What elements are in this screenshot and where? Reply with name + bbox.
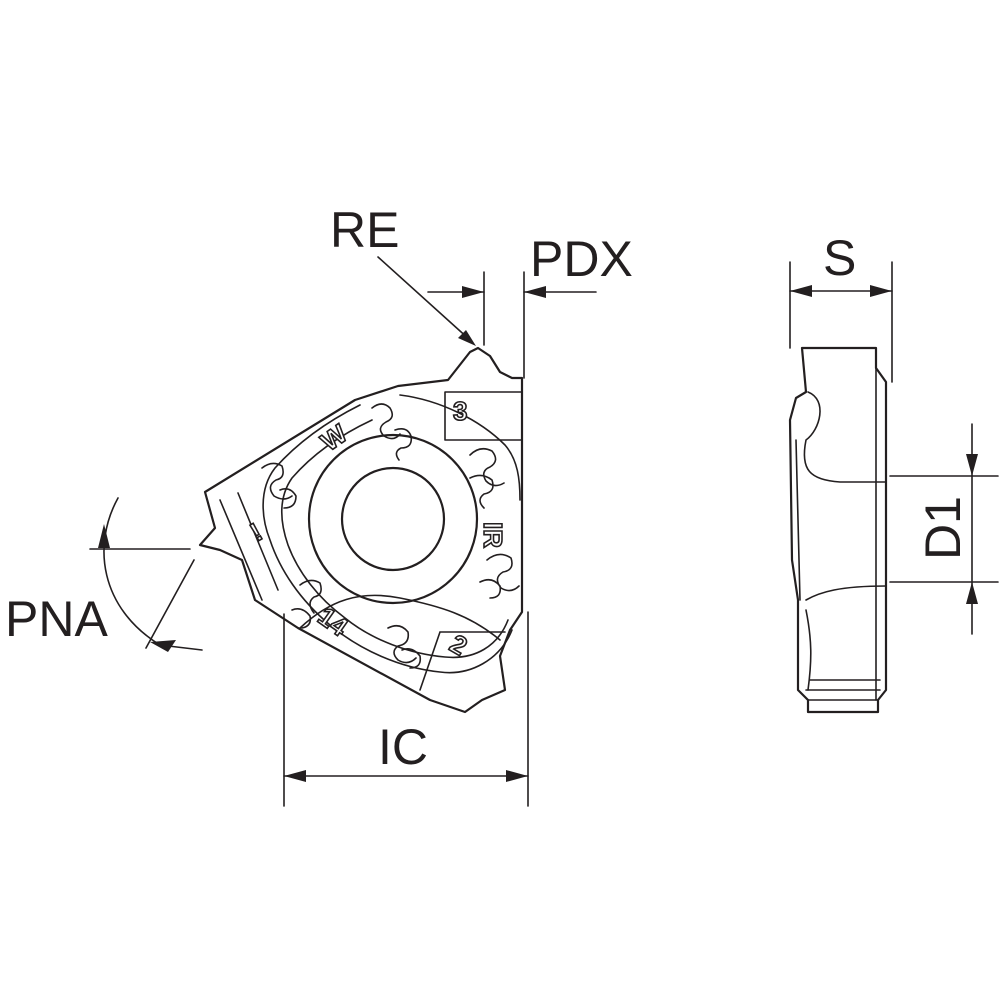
s-label: S — [823, 230, 856, 286]
ic-dimension: IC — [283, 611, 529, 807]
side-chip-breaker — [803, 391, 887, 483]
d1-label: D1 — [915, 496, 971, 560]
chip-breaker-band-top — [399, 394, 521, 501]
pna-dimension: PNA — [5, 497, 203, 652]
pdx-dimension: PDX — [427, 231, 633, 379]
clamp-hole-outer — [307, 433, 479, 605]
insert-side-view — [788, 346, 888, 714]
insert-front-view: 3 W IR 14 2 ! — [198, 346, 524, 714]
re-label: RE — [330, 202, 399, 258]
insert-outline — [198, 346, 524, 714]
marking-ir: IR — [478, 522, 508, 548]
chip-breaker-band-bottom — [299, 594, 501, 641]
left-flat-face — [219, 492, 279, 601]
clamp-hole-inner — [340, 466, 446, 572]
chip-breaker-band-inner — [280, 419, 509, 659]
side-chip-breaker-lower — [805, 585, 887, 691]
marking-14: 14 — [313, 601, 354, 642]
marking-3: 3 — [453, 396, 467, 426]
pna-label: PNA — [5, 591, 108, 647]
side-outline — [788, 346, 888, 714]
d1-dimension: D1 — [889, 423, 999, 635]
chip-breaker-notches — [261, 403, 520, 669]
pdx-label: PDX — [530, 231, 633, 287]
re-dimension: RE — [330, 202, 476, 346]
right-flat-face — [419, 631, 506, 691]
s-dimension: S — [789, 230, 893, 383]
chip-breaker-band — [262, 404, 513, 674]
ic-label: IC — [378, 719, 428, 775]
top-flat-face — [444, 391, 523, 441]
